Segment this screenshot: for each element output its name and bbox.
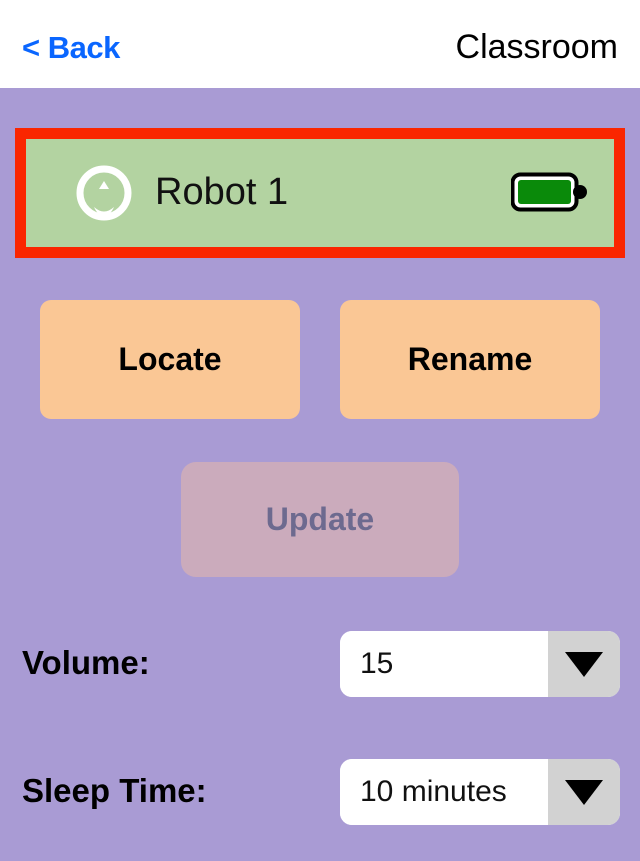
volume-value[interactable]: 15 [340,631,548,697]
navigation-bar: < Back Classroom [0,0,640,88]
rename-button[interactable]: Rename [340,300,600,419]
sleep-time-dropdown[interactable]: 10 minutes [340,759,620,825]
back-button[interactable]: < Back [22,30,120,65]
battery-full-icon [510,172,589,212]
page-title: Classroom [455,28,618,66]
robot-circle-icon [75,164,133,222]
robot-card[interactable]: Robot 1 [26,139,614,247]
sleep-time-label: Sleep Time: [22,772,207,809]
volume-dropdown-arrow[interactable] [548,631,620,697]
chevron-down-icon [565,779,603,805]
robot-card-selected[interactable]: Robot 1 [15,128,625,258]
chevron-down-icon [565,651,603,677]
sleep-time-value[interactable]: 10 minutes [340,759,548,825]
sleep-time-dropdown-arrow[interactable] [548,759,620,825]
update-button: Update [181,462,459,577]
volume-label: Volume: [22,644,150,681]
locate-button[interactable]: Locate [40,300,300,419]
robot-name-label: Robot 1 [155,171,289,213]
volume-dropdown[interactable]: 15 [340,631,620,697]
